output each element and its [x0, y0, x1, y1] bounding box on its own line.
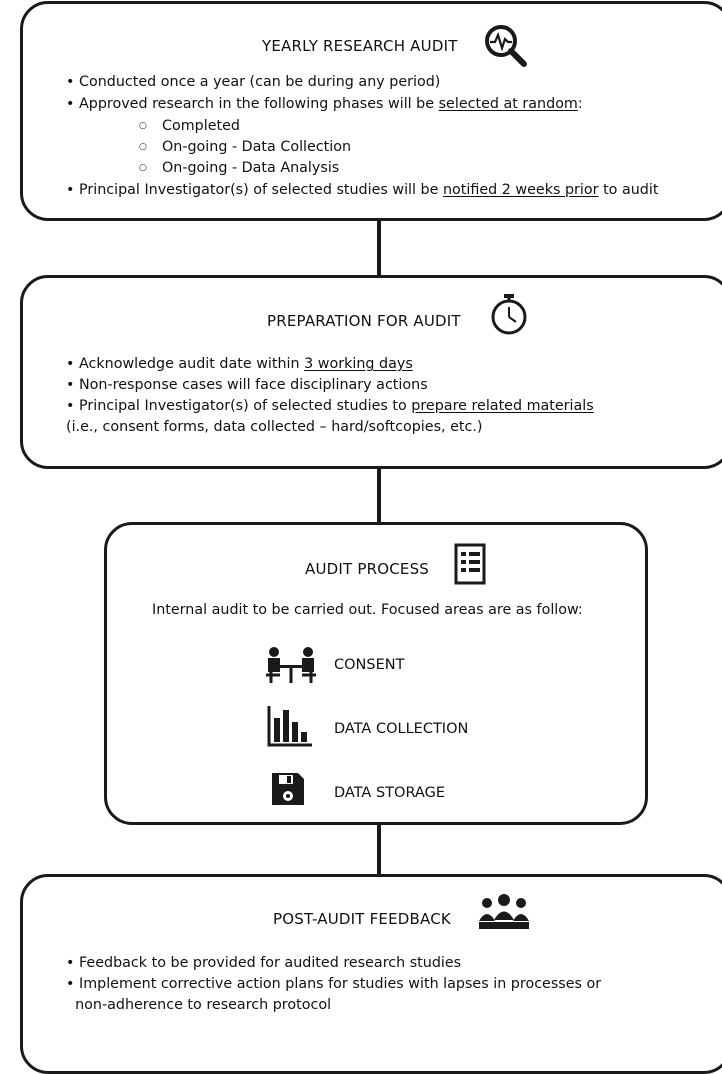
post-audit-title: POST-AUDIT FEEDBACK: [273, 910, 451, 928]
area-data-collection-label: DATA COLLECTION: [334, 721, 469, 737]
stopwatch-icon: [491, 294, 527, 335]
phase-item-1: ○Completed: [139, 118, 240, 134]
floppy-disk-icon: [272, 773, 304, 805]
prep-bullet-1: • Acknowledge audit date within 3 workin…: [66, 356, 413, 372]
area-data-storage-label: DATA STORAGE: [334, 785, 445, 801]
post-bullet-1: • Feedback to be provided for audited re…: [66, 955, 462, 971]
preparation-box: PREPARATION FOR AUDIT • Acknowledge audi…: [20, 275, 722, 469]
audit-intro: Internal audit to be carried out. Focuse…: [152, 602, 583, 618]
audit-process-title: AUDIT PROCESS: [305, 560, 430, 578]
prep-bullet-3: • Principal Investigator(s) of selected …: [66, 398, 594, 414]
yearly-audit-box: YEARLY RESEARCH AUDIT • Conducted once a…: [20, 1, 722, 221]
phase-item-3: ○On-going - Data Analysis: [139, 160, 340, 176]
yearly-audit-title: YEARLY RESEARCH AUDIT: [262, 37, 458, 55]
prep-bullet-2: • Non-response cases will face disciplin…: [66, 377, 428, 393]
audit-process-box: AUDIT PROCESS Internal audit to be carri…: [104, 522, 648, 825]
yearly-bullet-1: • Conducted once a year (can be during a…: [66, 74, 441, 90]
phase-item-2: ○On-going - Data Collection: [139, 139, 352, 155]
connector-2: [377, 468, 381, 524]
post-bullet-2-cont: non-adherence to research protocol: [66, 997, 332, 1013]
bar-chart-icon: [267, 706, 312, 747]
post-audit-box: POST-AUDIT FEEDBACK • Feedback to be pro…: [20, 874, 722, 1074]
yearly-bullet-2: • Approved research in the following pha…: [66, 96, 583, 112]
yearly-bullet-3: • Principal Investigator(s) of selected …: [66, 182, 659, 198]
prep-bullet-3-cont: (i.e., consent forms, data collected – h…: [66, 419, 483, 435]
connector-3: [377, 823, 381, 876]
connector-1: [377, 220, 381, 278]
checklist-icon: [454, 543, 486, 585]
area-consent-label: CONSENT: [334, 657, 405, 673]
group-people-icon: [479, 894, 529, 929]
magnifier-pulse-icon: [485, 25, 527, 67]
post-bullet-2: • Implement corrective action plans for …: [66, 976, 602, 992]
consent-meeting-icon: [266, 647, 316, 683]
preparation-title: PREPARATION FOR AUDIT: [267, 312, 461, 330]
